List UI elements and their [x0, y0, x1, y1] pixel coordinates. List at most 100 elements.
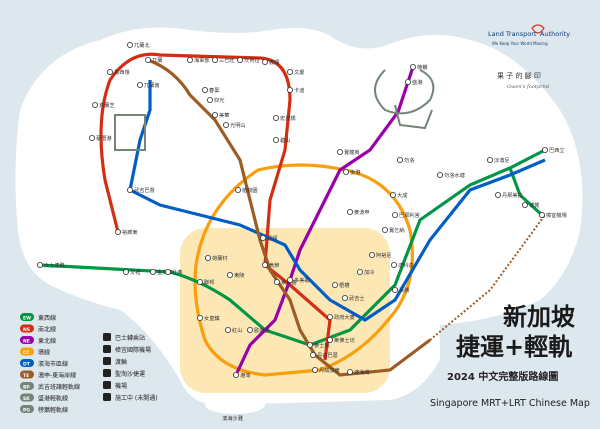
station-s3[interactable]: 海軍部	[186, 56, 210, 64]
station-s59[interactable]: 文禮	[123, 268, 140, 276]
station-marker[interactable]	[326, 336, 333, 343]
station-s43[interactable]: 歐南園	[246, 326, 270, 334]
station-s21[interactable]: 後港	[342, 168, 361, 176]
station-s52[interactable]: 多美歌	[286, 276, 310, 284]
station-s11[interactable]: 卡迪	[286, 86, 304, 94]
station-s1[interactable]: 兀蘭北	[127, 41, 150, 49]
station-s26[interactable]: 丹那美拉	[494, 191, 523, 199]
station-marker[interactable]	[368, 251, 375, 258]
station-marker[interactable]	[226, 271, 233, 278]
station-marker[interactable]	[206, 97, 213, 104]
station-s10[interactable]: 文慶	[286, 68, 304, 76]
station-marker[interactable]	[186, 57, 193, 64]
station-s14[interactable]: 仰光	[206, 96, 224, 104]
station-marker[interactable]	[201, 87, 208, 94]
station-marker[interactable]	[409, 64, 416, 71]
station-marker[interactable]	[236, 57, 243, 64]
station-s24[interactable]: 巴西立	[542, 146, 565, 154]
station-marker[interactable]	[144, 57, 151, 64]
station-marker[interactable]	[356, 268, 363, 275]
station-marker[interactable]	[381, 226, 388, 233]
station-s42[interactable]: 丹戎巴葛	[309, 351, 338, 359]
station-s2[interactable]: 兀蘭	[144, 56, 162, 64]
station-s46[interactable]: 聯邦	[196, 278, 214, 286]
station-s57[interactable]: 裕廊東	[115, 228, 138, 236]
station-s31[interactable]: 麥波申	[346, 208, 370, 216]
station-s12[interactable]: 克蘭芝	[92, 101, 115, 109]
station-s34[interactable]: 百勝	[391, 286, 410, 294]
station-s33[interactable]: 達科達	[390, 261, 414, 269]
station-marker[interactable]	[211, 57, 218, 64]
station-s27[interactable]: 樟宜機場	[539, 211, 567, 219]
station-marker[interactable]	[261, 261, 268, 268]
station-marker[interactable]	[37, 261, 44, 268]
station-marker[interactable]	[336, 148, 343, 155]
station-marker[interactable]	[211, 112, 218, 119]
station-s23[interactable]: 榜鵝	[409, 63, 427, 71]
station-s15[interactable]: 美華	[211, 111, 229, 119]
station-marker[interactable]	[222, 122, 229, 129]
station-marker[interactable]	[286, 69, 293, 76]
station-s63[interactable]: 麥士威	[306, 341, 330, 349]
station-marker[interactable]	[390, 261, 397, 268]
station-s40[interactable]: 政府大廈	[326, 313, 355, 321]
station-s45[interactable]: 女皇鎮	[196, 314, 220, 322]
station-marker[interactable]	[115, 228, 122, 235]
station-marker[interactable]	[272, 136, 279, 143]
station-s25[interactable]: 淡濱尼	[486, 156, 510, 164]
station-marker[interactable]	[341, 294, 348, 301]
station-s9[interactable]: 春葉	[201, 86, 220, 94]
station-marker[interactable]	[389, 191, 396, 198]
station-s36[interactable]: 阿裕尼	[368, 251, 392, 259]
station-s17[interactable]: 宏茂橋	[272, 114, 296, 122]
station-s49[interactable]: 紐頓	[259, 234, 278, 242]
station-s48[interactable]: 植物園	[234, 186, 258, 194]
station-s8[interactable]: 兀蘭南	[136, 81, 160, 89]
station-marker[interactable]	[436, 171, 443, 178]
station-s35[interactable]: 巴耶利峇	[391, 211, 421, 219]
station-marker[interactable]	[309, 351, 316, 358]
station-s56[interactable]: 武吉巴督	[127, 186, 155, 194]
station-marker[interactable]	[346, 368, 353, 375]
station-s41[interactable]: 萊佛士坊	[326, 336, 355, 344]
station-marker[interactable]	[92, 102, 99, 109]
station-marker[interactable]	[286, 276, 293, 283]
station-s16[interactable]: 光明山	[222, 121, 246, 129]
station-s47[interactable]: 荷蘭村	[204, 254, 228, 262]
station-marker[interactable]	[522, 201, 529, 208]
station-s61[interactable]: 杜弗	[164, 268, 182, 276]
station-marker[interactable]	[346, 208, 353, 215]
station-marker[interactable]	[542, 146, 549, 153]
station-marker[interactable]	[404, 79, 411, 86]
station-s50[interactable]: 烏節	[261, 261, 279, 269]
station-marker[interactable]	[89, 134, 96, 141]
station-marker[interactable]	[331, 281, 338, 288]
station-marker[interactable]	[286, 87, 293, 94]
station-marker[interactable]	[196, 278, 203, 285]
station-marker[interactable]	[204, 254, 211, 261]
station-s38[interactable]: 梧槽	[331, 281, 349, 289]
station-s32[interactable]: 實乞納	[381, 226, 405, 234]
station-marker[interactable]	[123, 268, 130, 275]
station-s55[interactable]: 濱海灣	[346, 368, 370, 376]
station-s62[interactable]: 東陵	[226, 271, 245, 279]
station-marker[interactable]	[311, 366, 318, 373]
station-marker[interactable]	[261, 59, 268, 66]
station-s5[interactable]: 坎貝拉	[236, 56, 260, 64]
station-marker[interactable]	[396, 156, 403, 163]
station-marker[interactable]	[127, 42, 134, 49]
station-marker[interactable]	[107, 69, 114, 76]
station-s58[interactable]: 大士連路	[37, 261, 66, 269]
station-s18[interactable]: 碧山	[272, 136, 290, 144]
station-s13[interactable]: 蔡厝港	[89, 134, 112, 142]
station-s6[interactable]: 義順	[261, 58, 280, 66]
station-marker[interactable]	[326, 313, 333, 320]
station-marker[interactable]	[164, 268, 171, 275]
station-s53[interactable]: 港灣	[232, 371, 250, 379]
station-marker[interactable]	[539, 211, 546, 218]
station-marker[interactable]	[246, 326, 253, 333]
station-s30[interactable]: 大成	[389, 191, 407, 199]
station-s7[interactable]: 馬西嶺	[107, 69, 130, 76]
station-s37[interactable]: 加冷	[356, 268, 374, 276]
station-marker[interactable]	[127, 186, 134, 193]
